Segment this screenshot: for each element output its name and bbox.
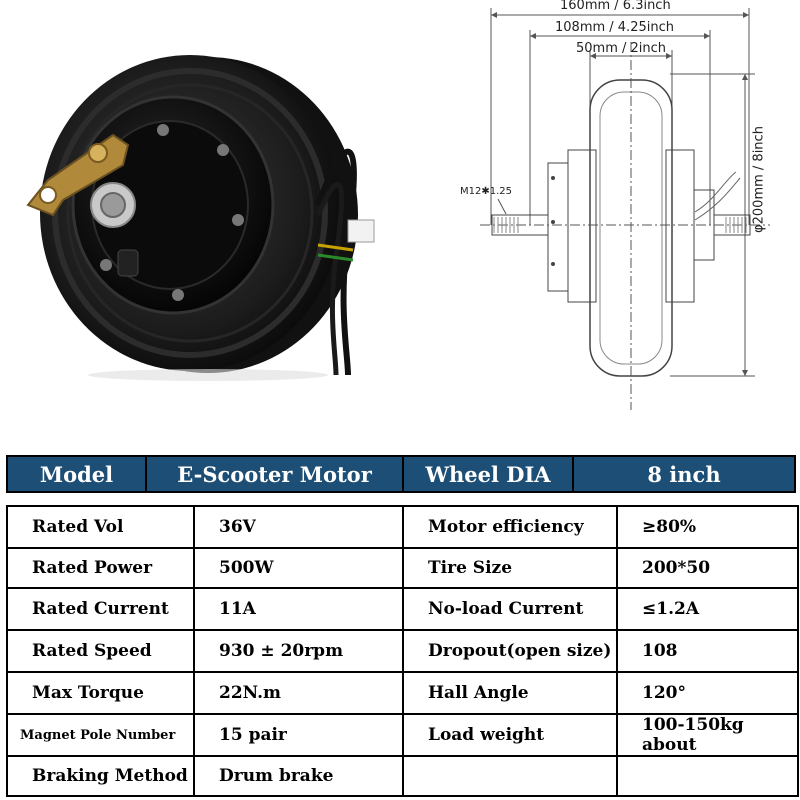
spec-value: ≥80% (616, 505, 799, 549)
spec-label: Rated Vol (6, 505, 195, 549)
table-row: Max Torque 22N.m Hall Angle 120° (6, 671, 799, 715)
model-label: Model (8, 457, 147, 491)
spec-value: 930 ± 20rpm (193, 629, 404, 673)
table-row: Rated Power 500W Tire Size 200*50 (6, 547, 799, 589)
spec-label: Tire Size (402, 547, 618, 589)
spec-value: ≤1.2A (616, 587, 799, 631)
spec-label: Hall Angle (402, 671, 618, 715)
spec-label: Rated Power (6, 547, 195, 589)
spec-label: Load weight (402, 713, 618, 757)
spec-label: Dropout(open size) (402, 629, 618, 673)
specs-table: Rated Vol 36V Motor efficiency ≥80% Rate… (6, 505, 799, 797)
spec-label: Magnet Pole Number (6, 713, 195, 757)
table-row: Rated Vol 36V Motor efficiency ≥80% (6, 505, 799, 549)
dim-inner-label: 50mm / 2inch (576, 41, 667, 56)
dim-middle-label: 108mm / 4.25inch (555, 20, 674, 35)
spec-value: 22N.m (193, 671, 404, 715)
table-row: Braking Method Drum brake (6, 755, 799, 797)
wheel-dia-value: 8 inch (647, 461, 721, 487)
spec-value: 120° (616, 671, 799, 715)
spec-value: 108 (616, 629, 799, 673)
spec-label: Rated Speed (6, 629, 195, 673)
model-value: E-Scooter Motor (147, 457, 404, 491)
spec-label: Braking Method (6, 755, 195, 797)
spec-value: 500W (193, 547, 404, 589)
thread-label: M12✱1.25 (460, 186, 512, 197)
model-header: Model E-Scooter Motor Wheel DIA 8 inch (6, 455, 796, 493)
spec-value: Drum brake (193, 755, 404, 797)
spec-label: Motor efficiency (402, 505, 618, 549)
spec-value: 36V (193, 505, 404, 549)
dim-diameter-label: φ200mm / 8inch (751, 126, 767, 233)
table-row: Rated Current 11A No-load Current ≤1.2A (6, 587, 799, 631)
table-row: Rated Speed 930 ± 20rpm Dropout(open siz… (6, 629, 799, 673)
dim-outer-label: 160mm / 6.3inch (560, 0, 671, 13)
spec-label: Max Torque (6, 671, 195, 715)
motor-photo (26, 55, 375, 381)
wheel-dia-label: Wheel DIA (404, 457, 574, 491)
spec-value: 15 pair (193, 713, 404, 757)
spec-value: 11A (193, 587, 404, 631)
spec-label: No-load Current (402, 587, 618, 631)
spec-label: Rated Current (6, 587, 195, 631)
spec-value (616, 755, 799, 797)
spec-label (402, 755, 618, 797)
table-row: Magnet Pole Number 15 pair Load weight 1… (6, 713, 799, 757)
spec-value: 200*50 (616, 547, 799, 589)
dimension-drawing: 160mm / 6.3inch 108mm / 4.25inch 50mm / … (440, 0, 800, 415)
spec-value: 100-150kg about (616, 713, 799, 757)
